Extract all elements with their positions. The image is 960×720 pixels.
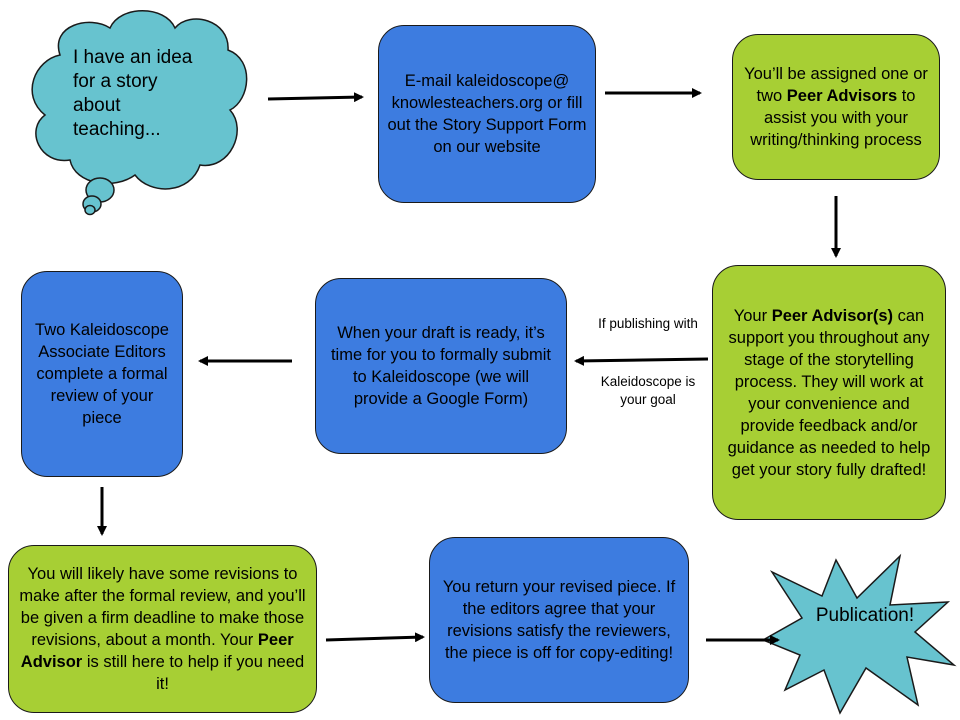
publication-text: Publication! [815, 605, 915, 626]
step-formal-submission: When your draft is ready, it’s time for … [315, 278, 567, 454]
step-assign-text-start: You’ll be assigned one or two [744, 65, 928, 105]
step-peer-advisor-support: Your Peer Advisor(s) can support you thr… [712, 265, 946, 520]
step-revisions-text-end: is still here to help if you need it! [82, 653, 305, 693]
step-support-text-start: Your [733, 306, 772, 325]
step-support-text: Your Peer Advisor(s) can support you thr… [721, 305, 937, 481]
publication-starburst [761, 553, 957, 715]
step-revisions-text: You will likely have some revisions to m… [17, 563, 308, 695]
thought-bubble-small [84, 204, 96, 216]
step-assign-peer-advisors: You’ll be assigned one or two Peer Advis… [732, 34, 940, 180]
step-assign-text-bold: Peer Advisors [786, 87, 898, 105]
conditional-label-bottom: Kaleidoscope is your goal [600, 374, 696, 407]
step-support-text-end: can support you throughout any stage of … [727, 306, 931, 479]
step-return-text: You return your revised piece. If the ed… [442, 578, 676, 662]
step-revisions-text-bold: Peer Advisor [20, 631, 294, 671]
step-review-text: Two Kaleidoscope Associate Editors compl… [35, 321, 169, 427]
thought-cloud [31, 10, 248, 216]
arrow-cloud-to-email [267, 92, 364, 103]
step-formal-review: Two Kaleidoscope Associate Editors compl… [21, 271, 183, 477]
conditional-label-top: If publishing with [598, 316, 698, 331]
step-submit-text: When your draft is ready, it’s time for … [330, 324, 552, 408]
step-revisions: You will likely have some revisions to m… [8, 545, 317, 713]
step-return-revised-piece: You return your revised piece. If the ed… [429, 537, 689, 703]
arrow-support-to-submit [574, 355, 709, 366]
step-email: E-mail kaleidoscope@ knowlesteachers.org… [378, 25, 596, 203]
step-support-text-bold: Peer Advisor(s) [771, 306, 894, 325]
step-assign-text: You’ll be assigned one or two Peer Advis… [741, 63, 931, 151]
step-revisions-text-start: You will likely have some revisions to m… [19, 565, 306, 649]
step-email-text: E-mail kaleidoscope@ knowlesteachers.org… [387, 72, 587, 156]
arrow-revisions-to-return [325, 632, 425, 643]
cloud-text: I have an idea for a story about teachin… [73, 47, 193, 140]
step-assign-text-end: to assist you with your writing/thinking… [750, 87, 922, 149]
